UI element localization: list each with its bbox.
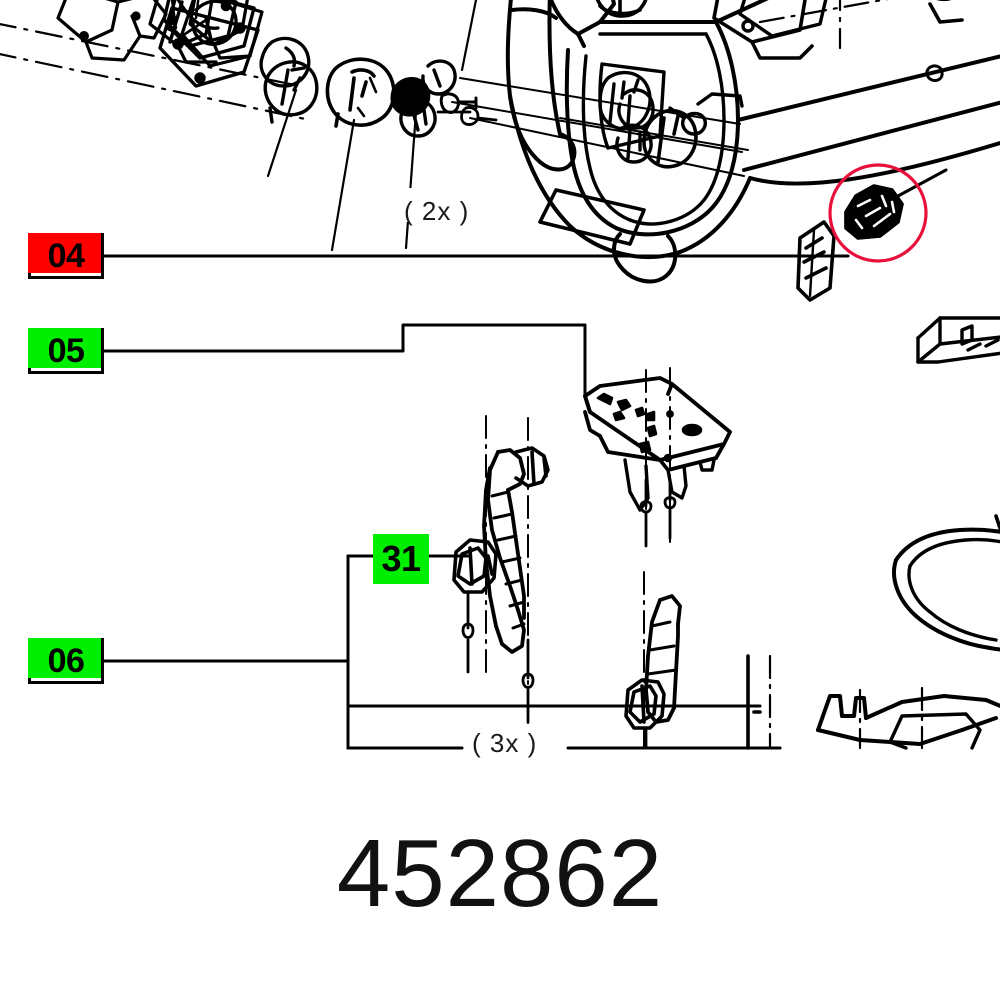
- rear-deck-crosshair: [758, 0, 889, 50]
- gasket-seal-inner: [907, 537, 1000, 642]
- quantity-annotation-3x: ( 3x ): [472, 728, 538, 758]
- knob-medium: [263, 60, 319, 124]
- housing-bottom-lobe: [612, 232, 678, 284]
- rear-deck-bracket-left: [668, 92, 744, 136]
- bottom-right-base-centerlines: [858, 686, 924, 750]
- knob-large: [325, 57, 396, 128]
- housing-main-face: [564, 20, 740, 237]
- callout-06-fill: [28, 638, 101, 678]
- bottom-right-frame: [746, 654, 762, 750]
- switch-connector-outline: [844, 184, 904, 240]
- washer-1: [421, 59, 457, 96]
- callout-05-fill: [28, 328, 101, 368]
- rear-deck-panel: [712, 0, 814, 60]
- part-number: 452862: [336, 820, 664, 927]
- rear-deck-outline: [714, 0, 1000, 186]
- clamp-centerlines: [485, 415, 529, 727]
- leader-lines: [102, 254, 850, 750]
- switch-connector-highlight-circle: [828, 163, 928, 263]
- switch-connector-detail: [854, 194, 896, 230]
- rear-deck-boss: [925, 64, 944, 82]
- upper-left-plate-cluster-2: [162, 0, 238, 48]
- knob-leader-lines: [266, 0, 478, 252]
- qty-3x-mask: [462, 736, 568, 752]
- small-rod-assembly: [436, 106, 498, 126]
- rear-deck-top-right-hook: [928, 0, 964, 24]
- gasket-seal-outer: [892, 527, 1000, 652]
- gasket-seal-tail: [994, 514, 1000, 534]
- callout-04[interactable]: 04: [28, 233, 104, 279]
- rail-bar-part: [916, 316, 1000, 364]
- housing-top-boss: [595, 0, 648, 18]
- quantity-annotation-2x: ( 2x ): [404, 196, 470, 226]
- callout-04-label: 04: [47, 237, 85, 275]
- bottom-right-base-inner: [888, 712, 982, 750]
- lower-clamp-lever-teeth: [646, 620, 678, 676]
- callout-06[interactable]: 06: [28, 638, 104, 684]
- housing-construction-lines: [451, 77, 749, 177]
- mounting-plate-centerlines: [645, 367, 671, 547]
- leader-05: [102, 323, 587, 398]
- centerline-axes: [0, 22, 312, 122]
- mounting-plate-holes: [596, 392, 703, 463]
- clamp-block: [452, 538, 498, 594]
- callout-31-label: 31: [381, 538, 421, 579]
- qty-2x-mask: [396, 188, 492, 222]
- housing-lower-recess: [538, 188, 646, 246]
- side-clip-bracket: [796, 220, 836, 302]
- main-housing-body: [505, 0, 577, 172]
- callout-05[interactable]: 05: [28, 328, 104, 374]
- callout-31[interactable]: 31: [373, 534, 429, 584]
- mounting-plate: [583, 376, 732, 472]
- highlight-leader-line: [896, 168, 948, 198]
- rear-deck-hatch: [738, 0, 828, 38]
- callout-05-label: 05: [47, 332, 85, 370]
- drawing-bottom-crop: [0, 752, 1000, 826]
- clamp-lever-teeth: [490, 490, 526, 630]
- callout-06-label: 06: [47, 642, 85, 680]
- callout-04-fill: [28, 233, 101, 273]
